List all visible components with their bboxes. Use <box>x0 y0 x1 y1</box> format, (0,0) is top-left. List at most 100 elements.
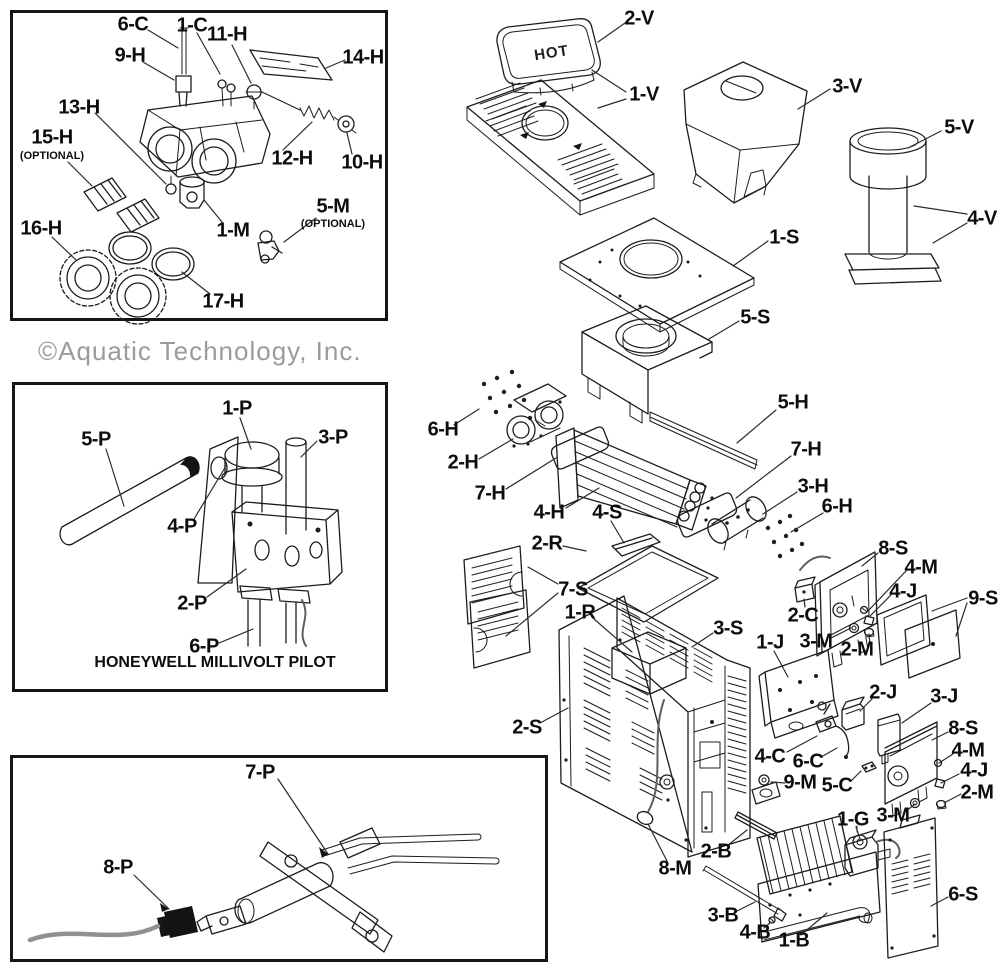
part-label-2-h: 2-H <box>447 451 479 474</box>
rod-5h <box>650 412 757 469</box>
part-label-1-p: 1-P <box>222 397 252 420</box>
part-label-2-r: 2-R <box>531 532 563 555</box>
vent-pipe-4v <box>845 176 941 284</box>
lid-2v: HOT <box>497 19 600 95</box>
part-label-12-h: 12-H <box>271 147 313 170</box>
inlet-outlet-header-2h <box>507 384 566 448</box>
part-label-9-m: 9-M <box>783 771 817 794</box>
front-panel-2s <box>559 596 692 852</box>
part-label-6-h: 6-H <box>427 418 459 441</box>
side-panel-6s <box>884 815 938 958</box>
rack-2r <box>578 534 718 622</box>
part-label-2-c: 2-C <box>787 604 819 627</box>
gasket-7h-left <box>552 427 609 469</box>
part-label-8-p: 8-P <box>103 856 133 879</box>
leader-lines <box>454 23 967 935</box>
part-label-3-m: 3-M <box>799 630 833 653</box>
gasket-7h-right <box>678 493 737 537</box>
part-label-1-j: 1-J <box>756 631 784 654</box>
part-label-1-r: 1-R <box>564 601 596 624</box>
part-label-3-h: 3-H <box>797 475 829 498</box>
switch-2c <box>795 577 815 602</box>
part-label-6-h: 6-H <box>821 495 853 518</box>
part-label-7-p: 7-P <box>245 761 275 784</box>
lid-hot-text: HOT <box>533 42 570 64</box>
part-label-5-s: 5-S <box>740 306 770 329</box>
rail-2b <box>735 812 777 839</box>
part-label-5-m: 5-M <box>316 195 350 218</box>
part-label-4-m: 4-M <box>904 556 938 579</box>
part-label-10-h: 10-H <box>341 151 383 174</box>
part-label-5-v: 5-V <box>944 116 974 139</box>
cabinet-3s <box>617 598 750 857</box>
part-label-4-s: 4-S <box>592 501 622 524</box>
part-label-1-m: 1-M <box>216 219 250 242</box>
part-label-4-v: 4-V <box>967 207 997 230</box>
part-label-4-h: 4-H <box>533 501 565 524</box>
part-label-9-h: 9-H <box>114 44 146 67</box>
burner-tray <box>757 816 880 942</box>
part-label-7-s: 7-S <box>558 578 588 601</box>
part-label-11-h: 11-H <box>206 23 248 46</box>
part-label-14-h: 14-H <box>342 46 384 69</box>
igniter-figure-box <box>10 755 548 962</box>
part-label-5-c: 5-C <box>821 774 853 797</box>
part-label-honeywell-millivolt-pilot: HONEYWELL MILLIVOLT PILOT <box>94 654 336 671</box>
part-label-5-p: 5-P <box>81 428 111 451</box>
part-label-3-p: 3-P <box>318 426 348 449</box>
part-label-4-j: 4-J <box>960 759 988 782</box>
vent-hood-3v <box>684 62 807 203</box>
part-label-3-s: 3-S <box>713 617 743 640</box>
part-label-6-c: 6-C <box>117 13 149 36</box>
part-label-6-s: 6-S <box>948 883 978 906</box>
clip-5c <box>862 762 876 772</box>
watermark-text: ©Aquatic Technology, Inc. <box>38 336 362 366</box>
part-label-3-v: 3-V <box>832 75 862 98</box>
part-label-6-c: 6-C <box>792 750 824 773</box>
transformer-2j <box>842 697 864 730</box>
rod-3b <box>703 866 786 921</box>
part-label-8-m: 8-M <box>658 857 692 880</box>
part-label-3-m: 3-M <box>876 804 910 827</box>
part-label-4-m: 4-M <box>951 739 985 762</box>
grommet-9m <box>752 775 780 804</box>
part-label-3-b: 3-B <box>707 904 739 927</box>
part-label-2-m: 2-M <box>960 781 994 804</box>
screws-6h-right <box>765 513 805 559</box>
part-label-15-h: 15-H <box>31 126 73 149</box>
part-label-4-j: 4-J <box>889 580 917 603</box>
part-label-17-h: 17-H <box>202 290 244 313</box>
pilot-valve-4c-6c <box>816 704 849 759</box>
junction-box-9s <box>877 595 960 678</box>
part-label-8-s: 8-S <box>878 537 908 560</box>
part-label-6-p: 6-P <box>189 635 219 658</box>
top-panel-1v <box>467 80 654 215</box>
pilot-assembly-drawing <box>60 418 342 646</box>
doors-7s <box>464 546 530 668</box>
part-label-1-b: 1-B <box>778 929 810 952</box>
part-label-7-h: 7-H <box>474 482 506 505</box>
gas-valve-drawing <box>52 28 356 324</box>
gas-valve-figure-box <box>10 10 388 321</box>
fasteners-lower <box>911 760 947 810</box>
part-label-2-m: 2-M <box>840 638 874 661</box>
part-label-13-h: 13-H <box>58 96 100 119</box>
part-label-9-s: 9-S <box>968 587 998 610</box>
part-label-4-p: 4-P <box>167 515 197 538</box>
top-plate-1s <box>560 218 754 332</box>
part-label-1-g: 1-G <box>837 808 869 831</box>
part-label-4-c: 4-C <box>754 745 786 768</box>
return-header-3h <box>704 493 771 550</box>
part-label-2-s: 2-S <box>512 716 542 739</box>
heat-exchanger-4h <box>556 428 714 530</box>
part-label-8-s: 8-S <box>948 717 978 740</box>
pilot-figure-box <box>12 382 388 692</box>
part-label-optional: (OPTIONAL) <box>300 218 366 230</box>
flue-collector-5s <box>582 306 712 423</box>
part-label-1-v: 1-V <box>629 83 659 106</box>
igniter-drawing <box>30 779 499 952</box>
exploded-view-drawing: HOT <box>454 19 967 958</box>
